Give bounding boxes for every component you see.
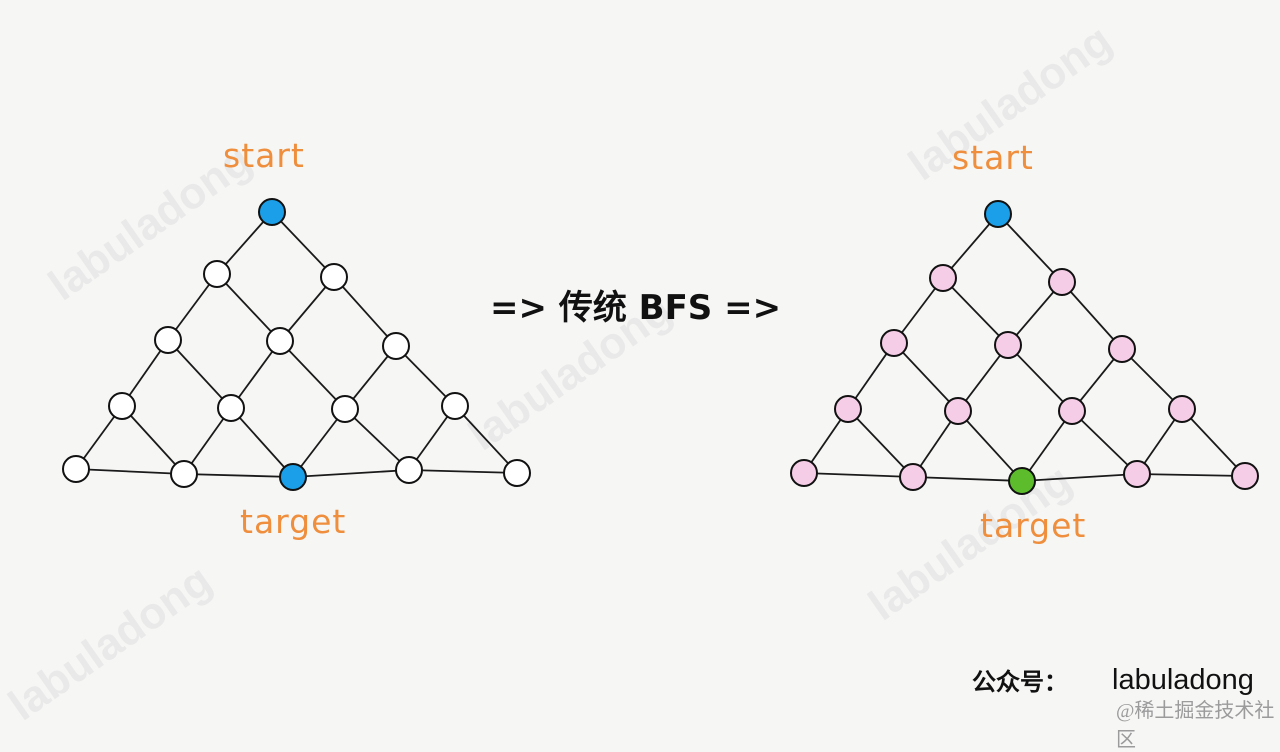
footer-name: labuladong — [1112, 664, 1254, 696]
graph-node-start — [984, 200, 1012, 228]
graph-node-unvisited — [154, 326, 182, 354]
graph-edge — [344, 408, 410, 471]
graph-node-visited — [1058, 397, 1086, 425]
graph-edge — [408, 469, 518, 474]
graph-edge — [1021, 410, 1073, 482]
right-graph — [790, 200, 1259, 495]
graph-node-visited — [834, 395, 862, 423]
footer-brand: 公众号： — [972, 670, 1068, 696]
graph-edge — [847, 408, 914, 478]
graph-node-unvisited — [62, 455, 90, 483]
footer-source: @稀土掘金技术社区 — [1116, 700, 1275, 751]
graph-node-start — [258, 198, 286, 226]
graph-node-unvisited — [331, 395, 359, 423]
graph-edge — [292, 408, 346, 478]
graph-edge — [230, 407, 294, 478]
graph-edge — [1071, 410, 1138, 475]
graph-edge — [183, 473, 294, 478]
graph-node-visited — [944, 397, 972, 425]
graph-node-found — [1008, 467, 1036, 495]
graph-edge — [1021, 473, 1138, 482]
graph-node-visited — [899, 463, 927, 491]
right-target-label: target — [980, 506, 1087, 545]
graph-edge — [454, 405, 518, 474]
graph-node-visited — [929, 264, 957, 292]
graph-edge — [1007, 344, 1073, 412]
graph-node-unvisited — [320, 263, 348, 291]
middle-caption: => 传统 BFS => — [490, 288, 782, 328]
graph-edge — [1181, 408, 1246, 477]
graph-node-unvisited — [382, 332, 410, 360]
graph-node-visited — [994, 331, 1022, 359]
left-target-label: target — [240, 502, 347, 541]
graph-node-unvisited — [395, 456, 423, 484]
graph-edge — [271, 211, 335, 278]
graph-edge — [1136, 473, 1246, 477]
graph-edge — [893, 342, 959, 412]
graph-edge — [216, 273, 281, 342]
graph-edge — [912, 476, 1023, 482]
graph-node-unvisited — [170, 460, 198, 488]
graph-edge — [957, 410, 1023, 482]
graph-node-unvisited — [441, 392, 469, 420]
graph-edge — [1061, 281, 1123, 350]
graph-edge — [1121, 348, 1183, 410]
graph-node-visited — [880, 329, 908, 357]
graph-edge — [121, 405, 185, 475]
graph-edge — [333, 276, 397, 347]
graph-edge — [395, 345, 456, 407]
graph-edge — [167, 339, 232, 409]
graph-node-visited — [1231, 462, 1259, 490]
left-graph — [62, 198, 531, 491]
bfs-diagram — [62, 198, 1259, 495]
graph-edge — [997, 213, 1063, 283]
graph-node-unvisited — [203, 260, 231, 288]
left-start-label: start — [223, 136, 305, 175]
graph-node-visited — [1048, 268, 1076, 296]
graph-node-unvisited — [503, 459, 531, 487]
graph-edge — [942, 213, 999, 279]
graph-node-visited — [790, 459, 818, 487]
graph-edge — [292, 469, 410, 478]
graph-node-unvisited — [108, 392, 136, 420]
graph-edge — [803, 472, 914, 478]
graph-node-unvisited — [266, 327, 294, 355]
graph-node-visited — [1123, 460, 1151, 488]
graph-node-visited — [1108, 335, 1136, 363]
graph-node-visited — [1168, 395, 1196, 423]
graph-edge — [942, 277, 1009, 346]
graph-edge — [279, 340, 346, 410]
graph-node-target — [279, 463, 307, 491]
graph-node-unvisited — [217, 394, 245, 422]
right-start-label: start — [952, 138, 1034, 177]
graph-edge — [75, 468, 185, 475]
